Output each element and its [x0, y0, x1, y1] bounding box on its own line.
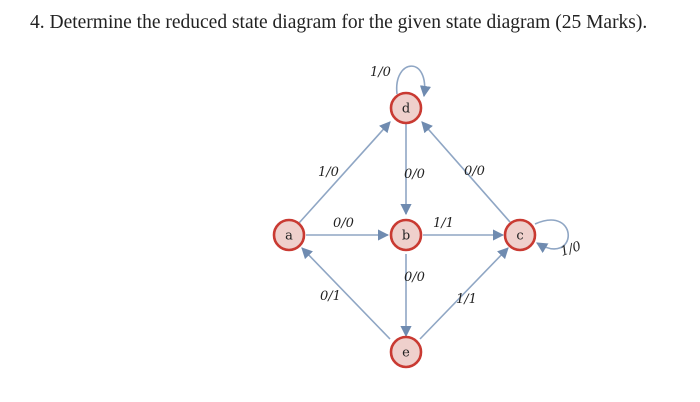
edge-label-c-d: 0/0 — [464, 164, 485, 179]
edge-e-a — [301, 247, 391, 340]
edge-label-b-e: 0/0 — [404, 270, 425, 285]
state-d: d — [389, 91, 423, 125]
state-label-b: b — [402, 229, 410, 244]
question-text: 4. Determine the reduced state diagram f… — [30, 12, 648, 33]
edge-e-c — [419, 247, 509, 340]
state-label-e: e — [402, 346, 410, 361]
state-e: e — [389, 335, 423, 369]
state-c: c — [503, 218, 537, 252]
edge-label-b-c: 1/1 — [433, 216, 454, 231]
edge-label-a-d: 1/0 — [318, 165, 339, 180]
state-label-d: d — [402, 102, 410, 117]
state-label-c: c — [516, 229, 523, 244]
edge-label-d-b: 0/0 — [404, 167, 425, 182]
edge-label-c-c: 1/0 — [559, 239, 584, 260]
edge-label-a-b: 0/0 — [333, 216, 354, 231]
state-a: a — [272, 218, 306, 252]
edge-c-c — [534, 219, 569, 254]
edge-c-d — [421, 121, 511, 223]
edge-label-e-a: 0/1 — [320, 289, 341, 304]
edge-label-d-d: 1/0 — [370, 65, 391, 80]
edge-d-d — [396, 65, 431, 98]
edge-label-e-c: 1/1 — [456, 292, 477, 307]
state-b: b — [389, 218, 423, 252]
state-label-a: a — [285, 229, 293, 244]
edge-a-d — [298, 121, 391, 224]
